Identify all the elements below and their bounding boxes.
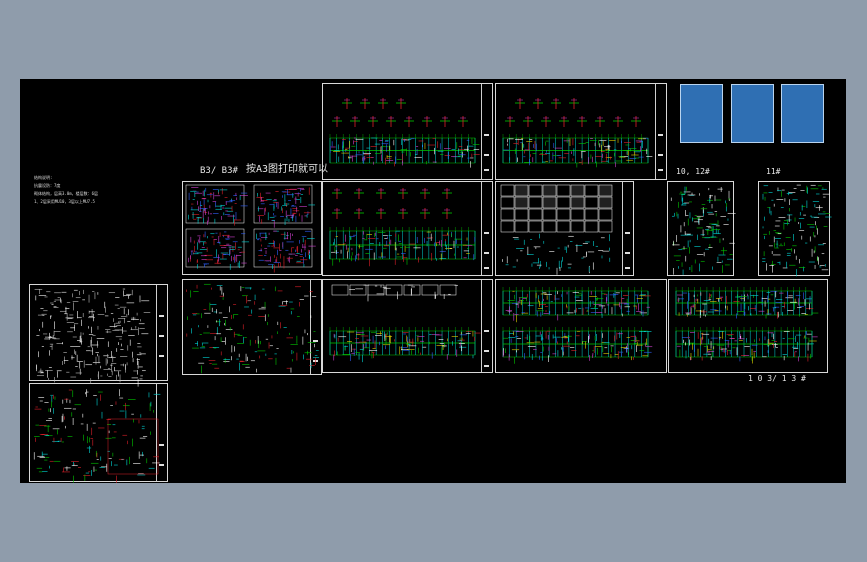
note-line: 砌体结构，层高3.0m，楼层数：6层 [34,191,99,196]
group-b3-title: B3/ B3# [200,166,238,176]
thumbnail-3[interactable] [781,84,824,143]
model-space-canvas[interactable]: 结构说明: 抗震设防：7度 砌体结构，层高3.0m，楼层数：6层 1、2层采用M… [20,79,846,483]
sheet-plan-long-2[interactable] [668,279,828,373]
sheet-left-details[interactable] [29,383,168,482]
sheet-elevation-1[interactable] [322,83,493,180]
group-10-12-title: 10, 12# [676,167,710,176]
note-line: 抗震设防：7度 [34,183,61,188]
bottom-right-title: 1 0 3/ 1 3 # [748,374,806,383]
sheet-section-1[interactable] [322,181,493,276]
general-notes: 结构说明: 抗震设防：7度 砌体结构，层高3.0m，楼层数：6层 1、2层采用M… [34,174,98,206]
sheet-elevation-2[interactable] [495,83,667,180]
sheet-schedule[interactable] [495,181,634,276]
sheet-b3-floorplans[interactable] [182,181,322,275]
sheet-left-notes[interactable] [29,284,168,381]
sheet-11-details[interactable] [758,181,830,276]
group-11-title: 11# [766,167,781,176]
thumbnail-1[interactable] [680,84,723,143]
note-line: 结构说明: [34,175,53,180]
sheet-foundation-1[interactable] [322,279,493,373]
note-line: 1、2层采用MU10，3层以上MU7.5 [34,199,95,204]
print-hint: 按A3图打印就可以 [246,164,329,175]
sheet-plan-long-1[interactable] [495,279,667,373]
thumbnail-2[interactable] [731,84,774,143]
sheet-10-12-details[interactable] [667,181,734,276]
cad-linework [33,98,832,483]
